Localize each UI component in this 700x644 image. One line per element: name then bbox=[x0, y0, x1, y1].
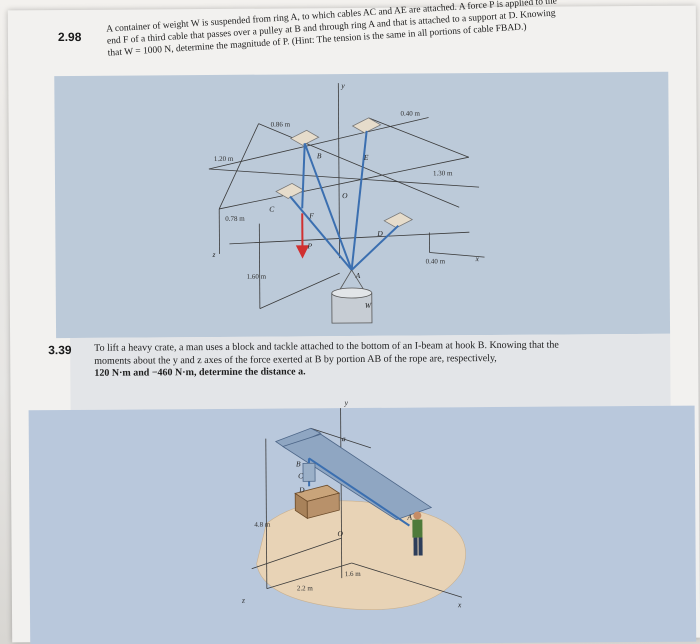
point-e-label: E bbox=[363, 153, 369, 162]
man-figure bbox=[412, 511, 423, 556]
axis-y-label: y bbox=[340, 81, 345, 90]
point-d-label: D bbox=[376, 229, 383, 238]
axis-x-label-339: x bbox=[457, 600, 462, 609]
dim-label-120: 1.20 m bbox=[214, 155, 234, 163]
support-e bbox=[351, 117, 382, 134]
point-a-label: A bbox=[355, 271, 361, 280]
axis-x-label: x bbox=[475, 254, 480, 263]
point-c-label: C bbox=[269, 205, 275, 214]
support-b bbox=[289, 129, 320, 146]
force-p-label: P bbox=[306, 241, 312, 250]
support-d bbox=[383, 212, 414, 229]
support-c bbox=[275, 182, 305, 199]
point-a-label-339: A bbox=[406, 513, 412, 522]
floor-patch bbox=[256, 500, 466, 610]
dim-label-16: 1.6 m bbox=[345, 570, 362, 578]
point-d-label-339: D bbox=[298, 485, 305, 494]
figure-298: 0.86 m 1.20 m 0.40 m 1.30 m 0.78 m 1.60 … bbox=[208, 81, 485, 324]
dim-label-086: 0.86 m bbox=[271, 120, 291, 128]
point-b-label-339: B bbox=[296, 459, 301, 468]
dim-a-label: a bbox=[342, 434, 346, 443]
dim-label-48: 4.8 m bbox=[254, 521, 271, 529]
dim-label-078: 0.78 m bbox=[225, 215, 245, 223]
axis-y-label-339: y bbox=[344, 398, 349, 407]
point-b-label: B bbox=[317, 151, 322, 160]
figure-339: y a B C D A O x z 4.8 m 1.6 m 2.2 m bbox=[241, 398, 466, 610]
dim-label-040-bottom: 0.40 m bbox=[426, 257, 446, 265]
dim-label-040-top: 0.40 m bbox=[401, 110, 421, 118]
point-f-label: F bbox=[308, 211, 314, 220]
dim-label-22: 2.2 m bbox=[297, 584, 314, 592]
axis-z-label-339: z bbox=[241, 596, 245, 605]
weight-w-label: W bbox=[365, 301, 372, 310]
paper-sheet: 2.98 A container of weight W is suspende… bbox=[7, 0, 700, 644]
point-o-label-339: O bbox=[337, 529, 343, 538]
point-o-label: O bbox=[342, 191, 348, 200]
dim-label-160: 1.60 m bbox=[247, 273, 267, 281]
point-c-label-339: C bbox=[298, 471, 304, 480]
dim-label-130: 1.30 m bbox=[433, 169, 453, 177]
axis-z-label: z bbox=[211, 250, 215, 259]
